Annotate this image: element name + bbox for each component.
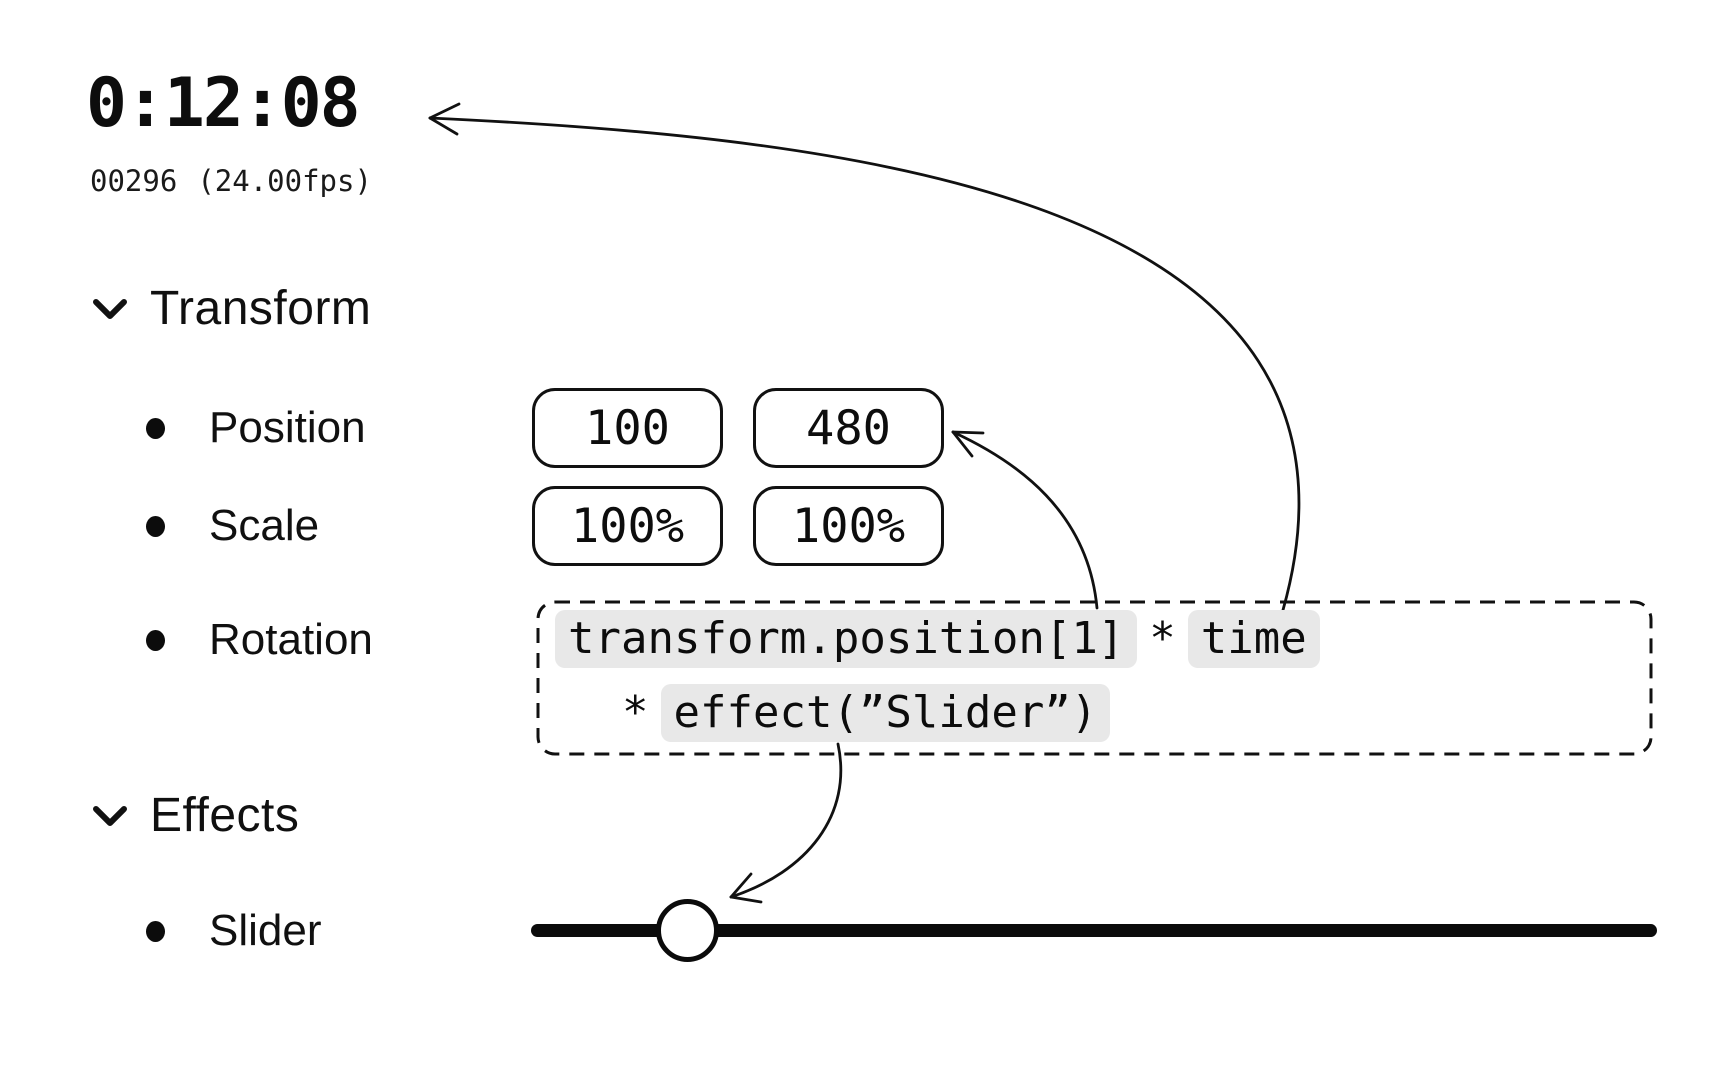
position-label: Position [209,403,366,452]
rotation-row: Rotation [146,613,373,667]
slider-row: Slider [146,904,322,958]
position-x-input[interactable]: 100 [532,388,723,468]
chevron-down-icon[interactable] [92,803,128,829]
rotation-label: Rotation [209,615,373,664]
slider-handle[interactable] [656,899,719,962]
timecode-display[interactable]: 0:12:08 [86,64,361,143]
effects-section-header: Effects [92,788,299,843]
slider-track[interactable] [531,924,1657,937]
expression-token-position: transform.position[1] [555,610,1138,668]
transform-section-label: Transform [150,282,372,335]
bullet-icon [146,629,165,651]
arrow-position1-to-y-value [951,430,1099,610]
frame-counter: 00296 [90,164,178,198]
position-row: Position [146,401,366,455]
arrow-effect-to-slider [729,742,843,904]
scale-row: Scale [146,499,319,553]
bullet-icon [146,920,165,942]
effects-section-label: Effects [150,789,300,842]
scale-label: Scale [209,501,320,550]
bullet-icon [146,417,165,439]
transform-section-header: Transform [92,281,371,336]
bullet-icon [146,515,165,537]
position-y-input[interactable]: 480 [753,388,944,468]
expression-line-2: * effect(”Slider”) [610,684,1111,742]
rotation-expression-input[interactable]: transform.position[1] * time * effect(”S… [536,600,1653,756]
scale-x-input[interactable]: 100% [532,486,723,566]
frame-info: 00296 (24.00fps) [90,164,372,198]
chevron-down-icon[interactable] [92,296,128,322]
expression-line-1: transform.position[1] * time [555,610,1320,668]
expression-token-effect-slider: effect(”Slider”) [660,684,1111,742]
multiply-operator: * [622,687,649,739]
fps-label: (24.00fps) [197,164,372,198]
slider-label: Slider [209,906,322,955]
multiply-operator: * [1149,613,1176,665]
expression-token-time: time [1187,610,1320,668]
scale-y-input[interactable]: 100% [753,486,944,566]
